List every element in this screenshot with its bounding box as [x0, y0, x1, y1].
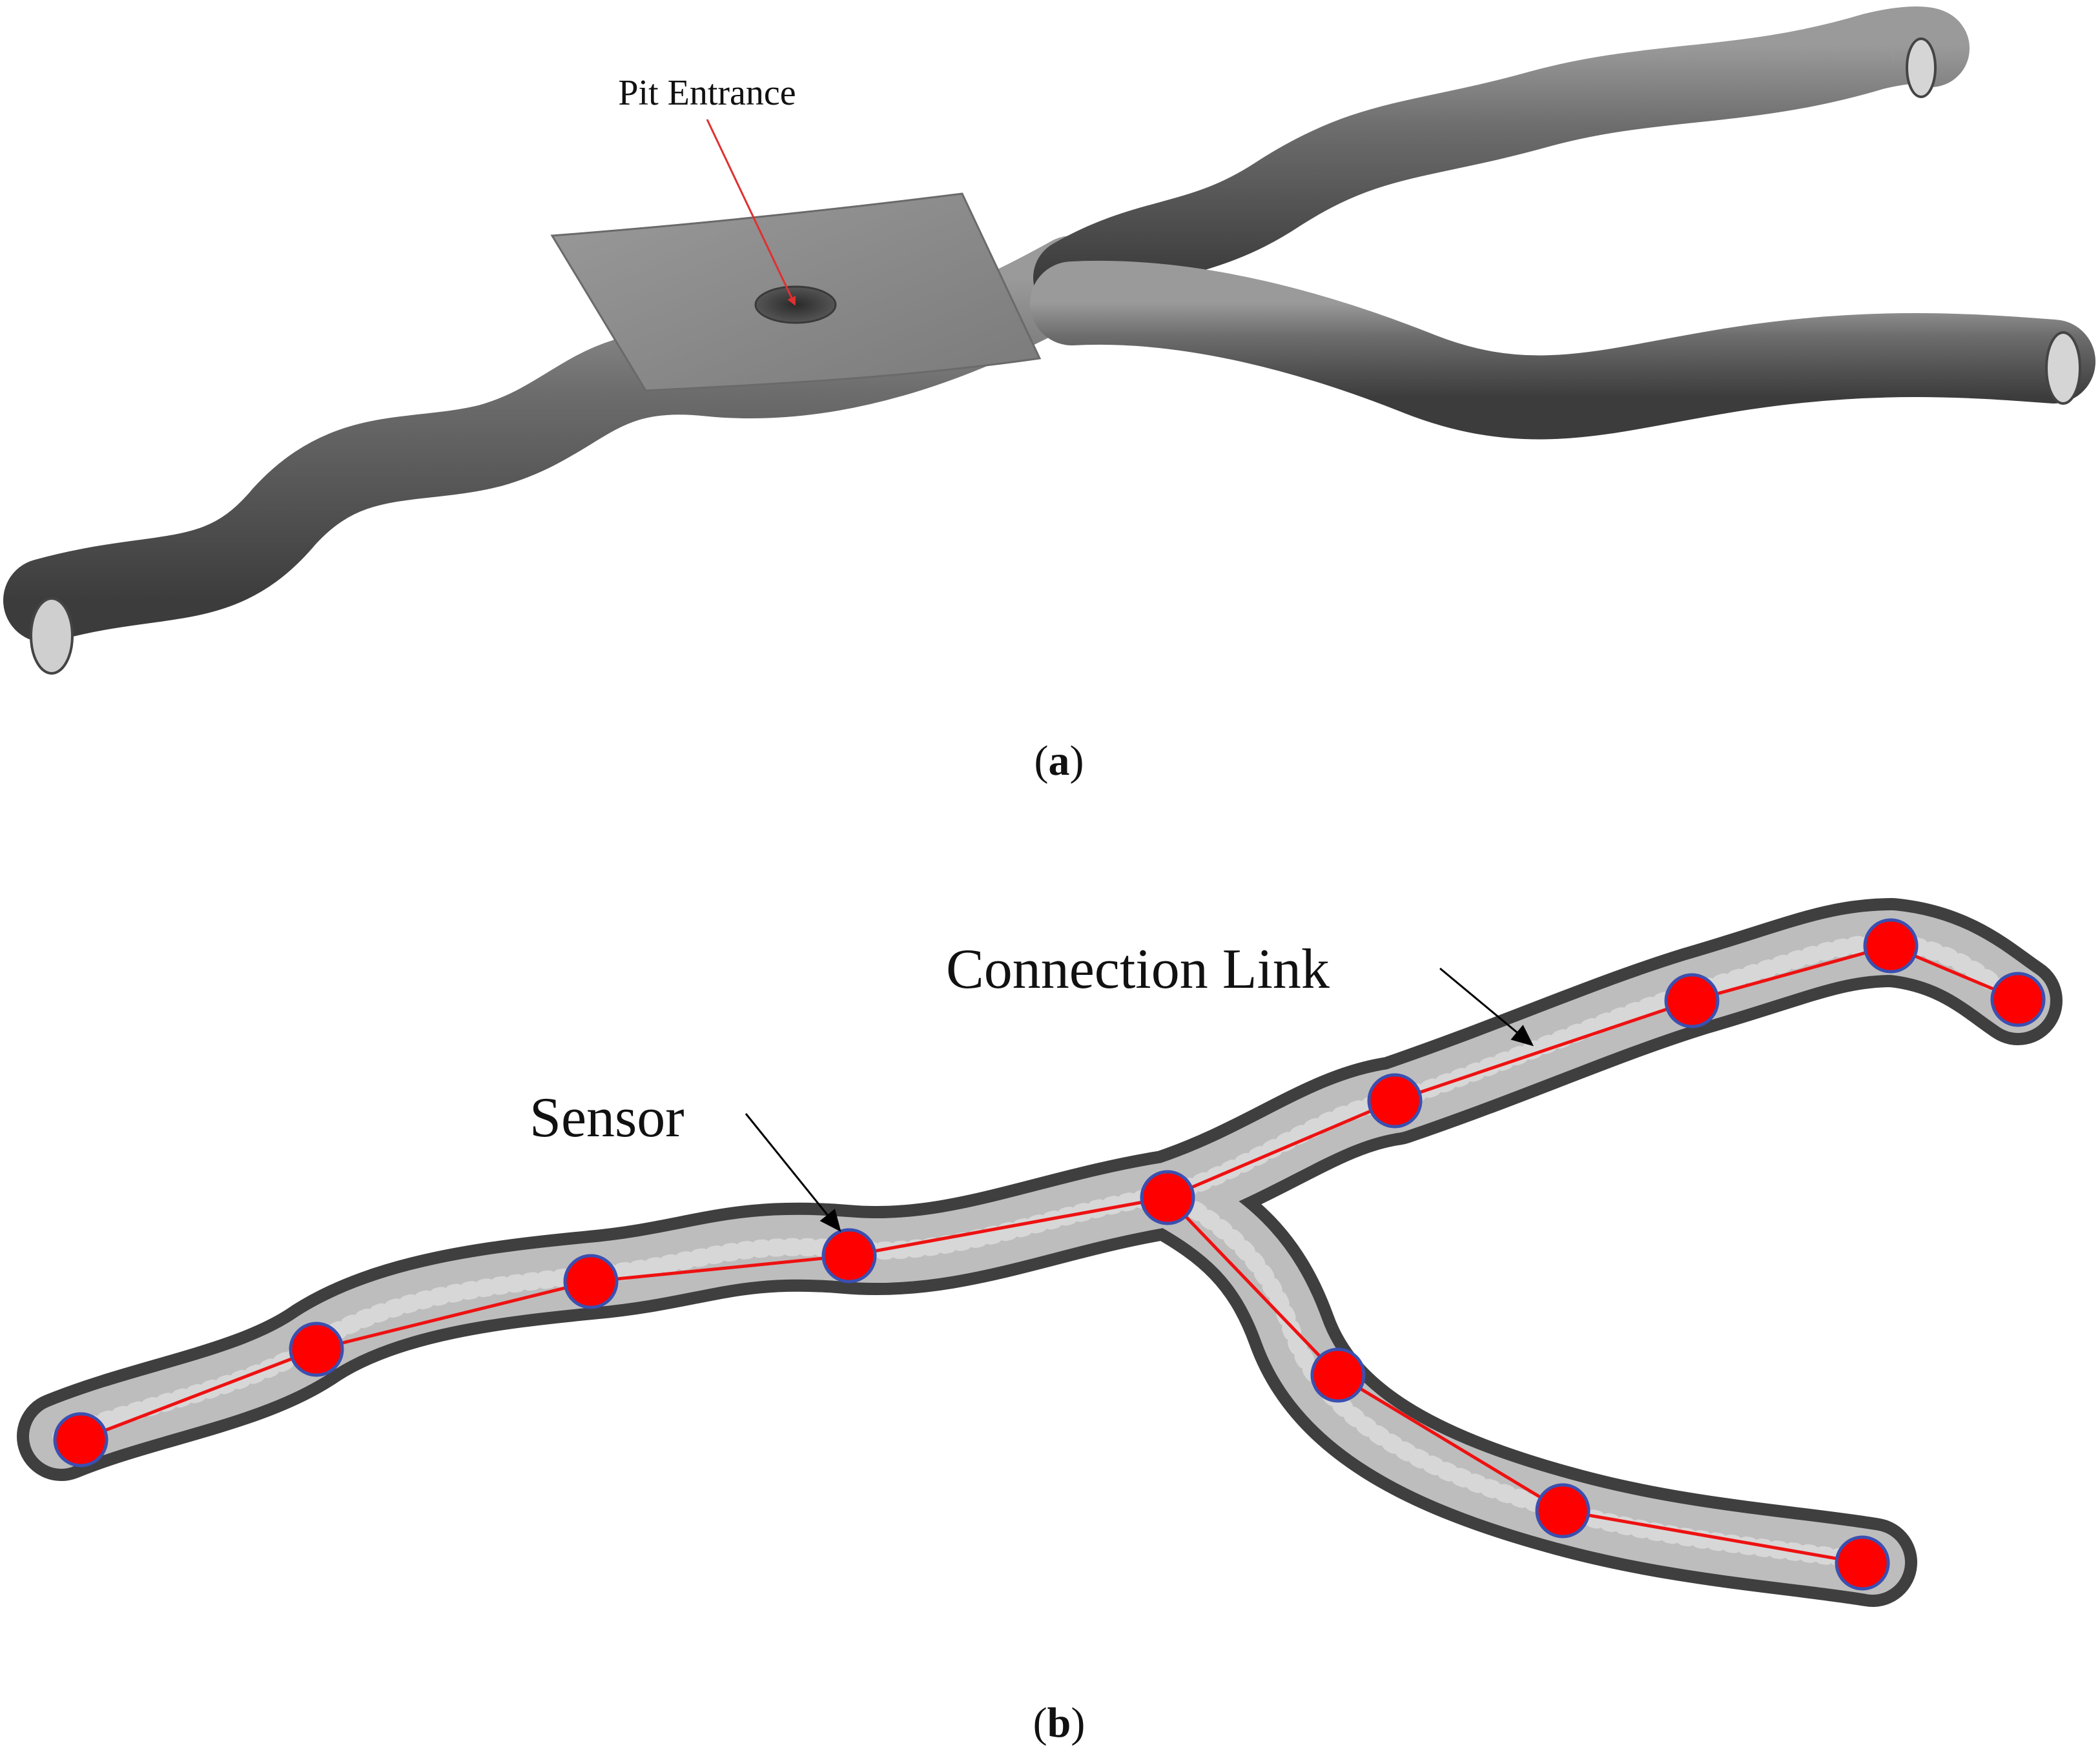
sensor-label: Sensor: [530, 1087, 685, 1149]
pit-entrance-arrow: [706, 119, 796, 306]
sensor-node: [53, 1412, 108, 1467]
sensor-node: [1367, 1073, 1423, 1129]
connection-link-arrow: [1439, 967, 1534, 1047]
caption-b: (b): [1033, 1699, 1086, 1746]
sensors: [53, 918, 2046, 1591]
panel-b: Sensor Connection Link (b): [17, 898, 2063, 1746]
sensor-node: [1664, 973, 1720, 1028]
tunnel-opening-lower-right: [2045, 331, 2081, 405]
sensor-node: [1140, 1170, 1195, 1225]
sensor-node: [563, 1254, 619, 1309]
tunnel-lower-branch-a: [1030, 260, 2095, 440]
caption-a: (a): [1035, 737, 1084, 784]
sensor-node: [821, 1228, 877, 1283]
sensor-arrow: [745, 1113, 841, 1232]
tunnel-opening-upper-right: [1906, 37, 1937, 98]
sensor-node: [1863, 918, 1919, 974]
connection-link-label: Connection Link: [946, 938, 1330, 1001]
panel-a: Pit Entrance (a): [3, 6, 2095, 784]
sensor-node: [289, 1322, 344, 1377]
sensor-node: [1835, 1535, 1890, 1591]
tunnel-b-main-rim: [17, 898, 2063, 1481]
tunnel-upper-branch-a: [1033, 6, 1970, 316]
tunnel-b-branch-highlight: [1160, 1185, 1882, 1571]
tunnel-opening-left: [30, 597, 74, 675]
sensor-node: [1310, 1347, 1366, 1403]
pit-entrance-label: Pit Entrance: [618, 73, 796, 113]
sensor-node: [1535, 1483, 1590, 1538]
sensor-node: [1990, 972, 2046, 1027]
pit-entrance-hole: [754, 285, 837, 324]
tunnel-b-highlight: [52, 933, 2027, 1446]
link-branch-chain: [1166, 1196, 1863, 1565]
